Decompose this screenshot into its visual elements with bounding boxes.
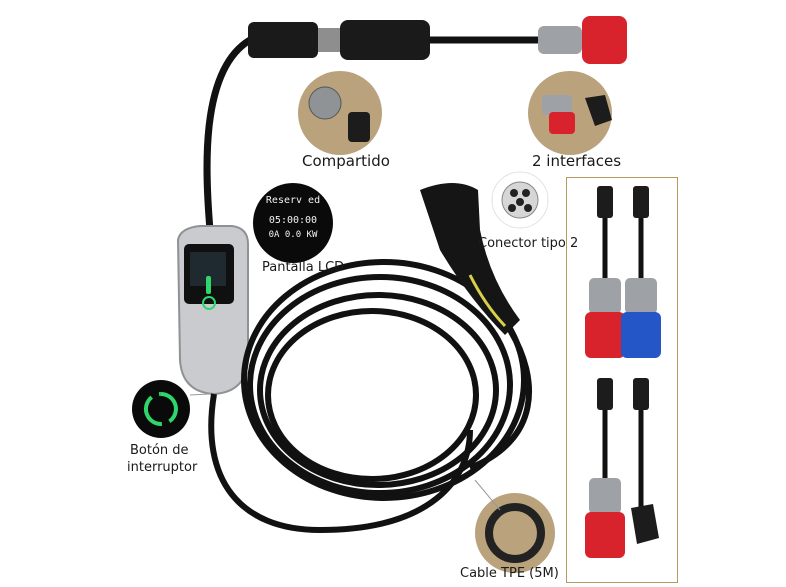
label-pantalla-lcd: Pantalla LCD xyxy=(262,260,345,275)
handle-accent xyxy=(468,274,507,328)
plug-detail xyxy=(348,112,370,142)
lcd-time-text: 05:00:00 xyxy=(268,215,318,226)
cable-coil-c xyxy=(241,259,527,501)
lcd-status-text: Reserv ed xyxy=(265,195,321,206)
coupling-right xyxy=(340,20,430,60)
cee-plug-head xyxy=(582,16,627,64)
socket-detail xyxy=(308,86,342,120)
cable-coil-b xyxy=(257,292,499,488)
adapters-illustration xyxy=(585,186,661,558)
inset-schuko xyxy=(585,95,612,126)
coupling-ring xyxy=(318,28,340,52)
upper-cable xyxy=(203,37,252,231)
label-2-interfaces: 2 interfaces xyxy=(532,152,622,170)
label-boton-line1: Botón de xyxy=(130,443,189,458)
inset-cee-grey xyxy=(542,95,572,115)
lcd-callout: Reserv ed 05:00:00 0A 0.0 KW xyxy=(253,183,333,263)
cable-loop-1 xyxy=(208,393,473,534)
cee-blue-adapter xyxy=(621,312,661,358)
label-cable-tpe: Cable TPE (5M) xyxy=(460,566,559,581)
cee-red-adapter-2 xyxy=(585,512,625,558)
cee-plug-body xyxy=(538,26,582,54)
label-conector-tipo-2: Conector tipo 2 xyxy=(478,236,579,251)
inset-cee-red xyxy=(549,112,575,134)
label-boton-line2: interruptor xyxy=(127,460,198,475)
cable-coil-a xyxy=(247,274,513,496)
power-button-callout xyxy=(132,380,190,438)
lcd-readings-text: 0A 0.0 KW xyxy=(268,230,318,240)
type2-handle xyxy=(420,183,520,335)
controller-led xyxy=(206,276,211,294)
coupling-left xyxy=(248,22,318,58)
cee-red-adapter xyxy=(585,312,625,358)
controller-button xyxy=(202,296,216,310)
power-button-icon xyxy=(144,392,178,426)
cable-cross-section xyxy=(485,503,545,563)
schuko-plug-icon xyxy=(631,504,659,544)
compartido-inset xyxy=(298,71,382,155)
label-compartido: Compartido xyxy=(302,152,390,170)
cable-to-handle xyxy=(468,328,532,471)
cable-coil-d xyxy=(265,308,479,482)
adapters-panel xyxy=(566,177,678,583)
